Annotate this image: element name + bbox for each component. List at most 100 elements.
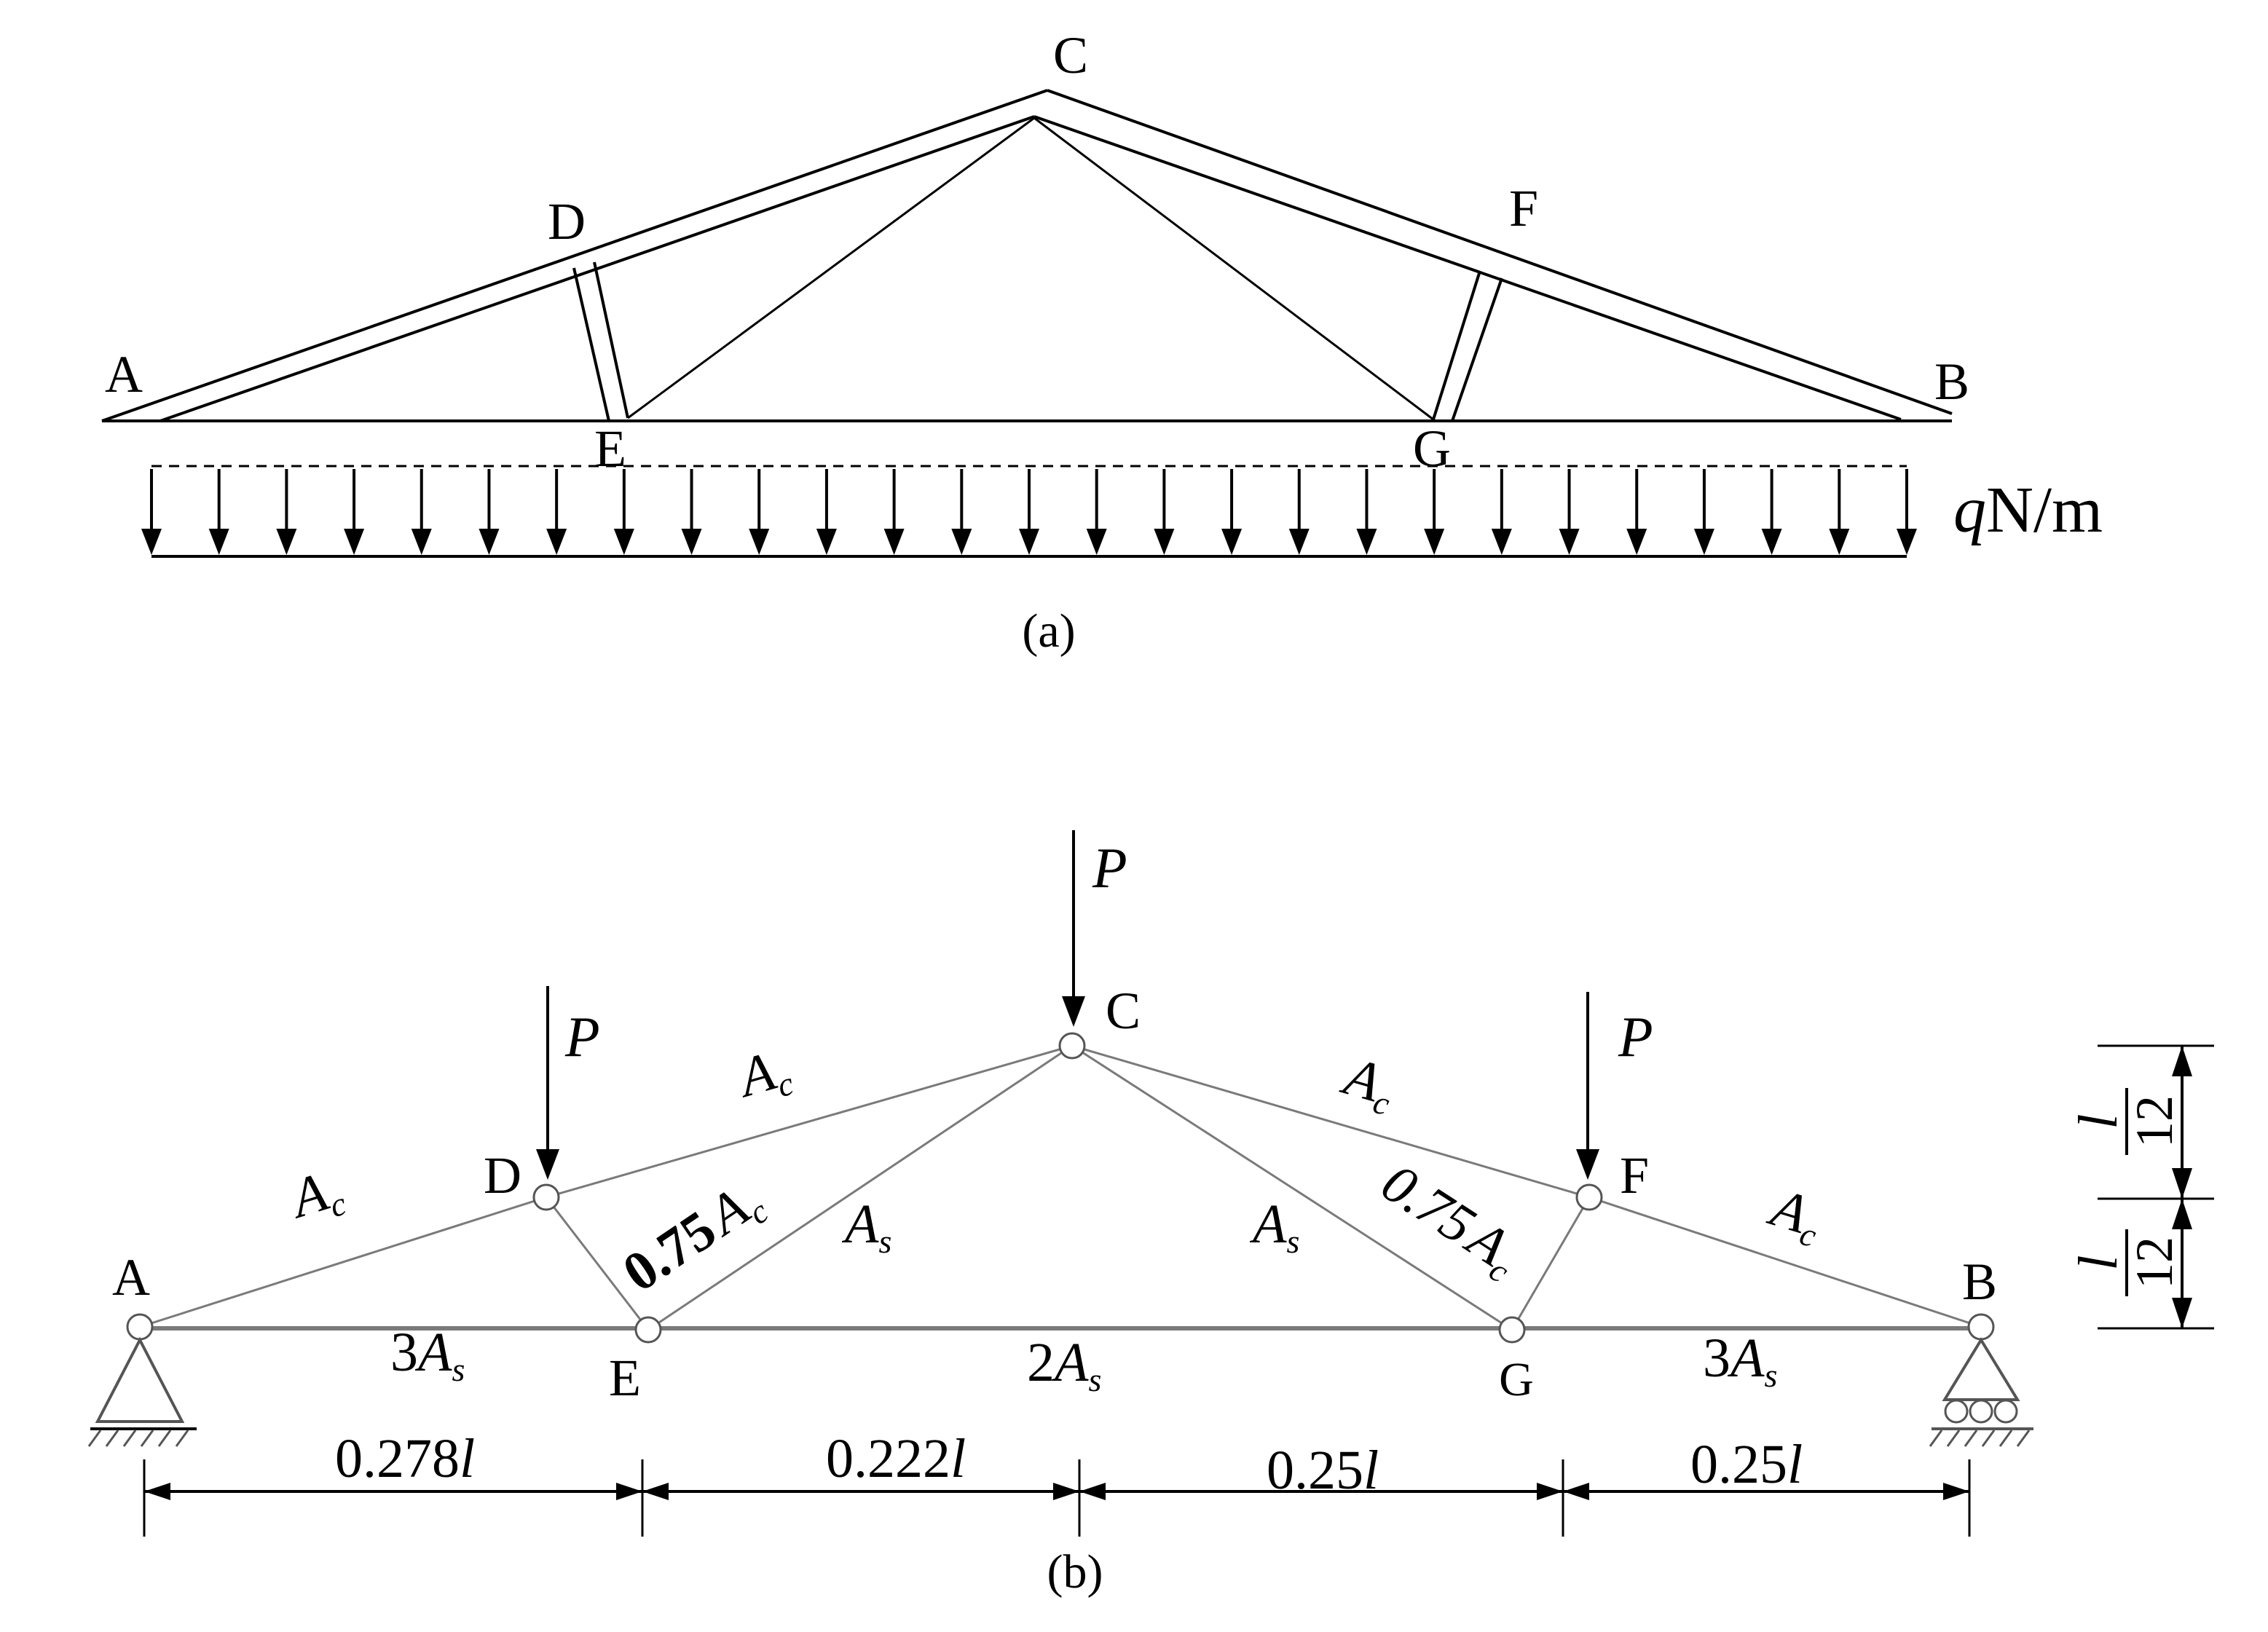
load-arrow-head [1897, 529, 1917, 555]
load-arrow-head [276, 529, 297, 555]
load-arrow-head [411, 529, 432, 555]
a-member-EC [627, 117, 1035, 419]
a-load-label: qN/m [1953, 474, 2103, 546]
b-load-P-at-C: P [1062, 830, 1127, 1027]
load-arrow-head [208, 529, 229, 555]
b-label-DC: Ac [729, 1036, 798, 1114]
a-caption: (a) [1022, 604, 1075, 658]
b-vertical-dimension: l 12 l 12 [2068, 1044, 2214, 1330]
load-arrow-head [1356, 529, 1377, 555]
b-dim-CG: 0.25l [1267, 1440, 1379, 1501]
a-load-unit: N/m [1986, 474, 2103, 546]
b-roller-support-B [1929, 1337, 2033, 1447]
load-arrow-head [344, 529, 365, 555]
svg-text:12: 12 [2125, 1237, 2184, 1289]
load-arrow-head [1288, 529, 1310, 555]
b-horizontal-dimension: 0.278l 0.222l 0.25l 0.25l [143, 1428, 1971, 1537]
b-caption: (b) [1047, 1545, 1103, 1599]
a-member-CG [1033, 117, 1434, 421]
a-load-arrows [141, 469, 1917, 555]
a-node-G: G [1413, 419, 1451, 478]
load-arrow-head [816, 529, 837, 555]
load-arrow-head [951, 529, 972, 555]
b-joint-G [1498, 1316, 1526, 1344]
load-arrow-head [546, 529, 567, 555]
load-arrow-head [1424, 529, 1445, 555]
b-node-C: C [1106, 982, 1141, 1040]
a-left-top-chord [101, 89, 1048, 422]
b-joint-B [1967, 1313, 1995, 1341]
a-member-DE [572, 261, 629, 422]
b-member-EC [647, 1044, 1073, 1331]
load-arrow-head [1154, 529, 1175, 555]
a-right-top-chord [1033, 89, 1953, 421]
load-arrow-head [749, 529, 770, 555]
b-node-E: E [609, 1349, 641, 1407]
svg-text:l: l [2068, 1113, 2129, 1129]
load-arrow-head [1559, 529, 1580, 555]
b-node-D: D [484, 1146, 521, 1205]
b-dim-GB: 0.25l [1690, 1434, 1803, 1495]
a-load-symbol: q [1953, 474, 1986, 546]
load-arrow-head [1221, 529, 1243, 555]
b-joint-F [1575, 1183, 1603, 1211]
b-vdim-lower: l 12 [2068, 1229, 2184, 1296]
b-label-DE: 0.75Ac [613, 1168, 775, 1308]
b-label-CG: As [1249, 1194, 1299, 1260]
b-joint-E [634, 1316, 662, 1344]
b-load-P-at-F: P [1576, 992, 1653, 1180]
b-joint-D [532, 1183, 560, 1211]
b-label-EC: As [841, 1194, 891, 1260]
b-label-FB: Ac [1760, 1175, 1829, 1254]
a-node-A: A [105, 345, 143, 403]
b-joint-A [126, 1313, 154, 1341]
load-arrow-head [1626, 529, 1647, 555]
a-node-D: D [548, 192, 586, 251]
load-arrow-head [1019, 529, 1039, 555]
figure-a: C D F A B E G qN/m (a) [101, 26, 2103, 658]
b-load-label-F: P [1618, 1005, 1653, 1068]
load-arrow-head [1693, 529, 1714, 555]
b-node-G: G [1499, 1353, 1534, 1406]
svg-text:l: l [2068, 1255, 2129, 1270]
b-label-AE: 3As [390, 1322, 465, 1388]
b-member-AD [139, 1196, 547, 1328]
b-dim-AE: 0.278l [335, 1428, 475, 1489]
b-label-EG: 2As [1027, 1332, 1101, 1398]
load-arrow-head [613, 529, 634, 555]
figure-b: P P P A D C F B E G Ac Ac Ac Ac 0.75Ac 0… [87, 830, 2214, 1599]
load-arrow-head [1086, 529, 1107, 555]
b-load-label-C: P [1092, 836, 1127, 899]
b-pin-support-A [87, 1336, 197, 1447]
a-member-FG [1432, 270, 1503, 422]
b-node-B: B [1962, 1253, 1997, 1311]
load-arrow-head [883, 529, 905, 555]
b-label-GB: 3As [1703, 1328, 1777, 1394]
b-member-FG [1511, 1197, 1591, 1331]
b-label-AD: Ac [281, 1156, 350, 1235]
b-node-A: A [112, 1248, 150, 1306]
load-arrow-head [1761, 529, 1782, 555]
b-load-P-at-D: P [536, 986, 600, 1180]
load-arrow-head [1829, 529, 1850, 555]
b-member-DC [546, 1044, 1073, 1199]
b-label-CF: Ac [1334, 1044, 1402, 1122]
b-member-DE [545, 1197, 650, 1331]
b-vdim-upper: l 12 [2068, 1088, 2184, 1155]
b-member-CG [1071, 1044, 1513, 1331]
load-arrow-head [479, 529, 500, 555]
b-node-F: F [1620, 1146, 1649, 1205]
a-node-C: C [1053, 26, 1088, 84]
a-node-E: E [594, 419, 626, 478]
a-node-F: F [1509, 179, 1538, 237]
svg-text:12: 12 [2125, 1095, 2184, 1148]
b-member-FB [1588, 1196, 1982, 1328]
load-arrow-head [1491, 529, 1512, 555]
b-member-CF [1071, 1044, 1590, 1199]
a-node-B: B [1934, 352, 1969, 411]
load-arrow-head [681, 529, 702, 555]
b-load-label-D: P [564, 1005, 600, 1068]
b-dim-EC: 0.222l [826, 1428, 966, 1489]
load-arrow-head [141, 529, 162, 555]
